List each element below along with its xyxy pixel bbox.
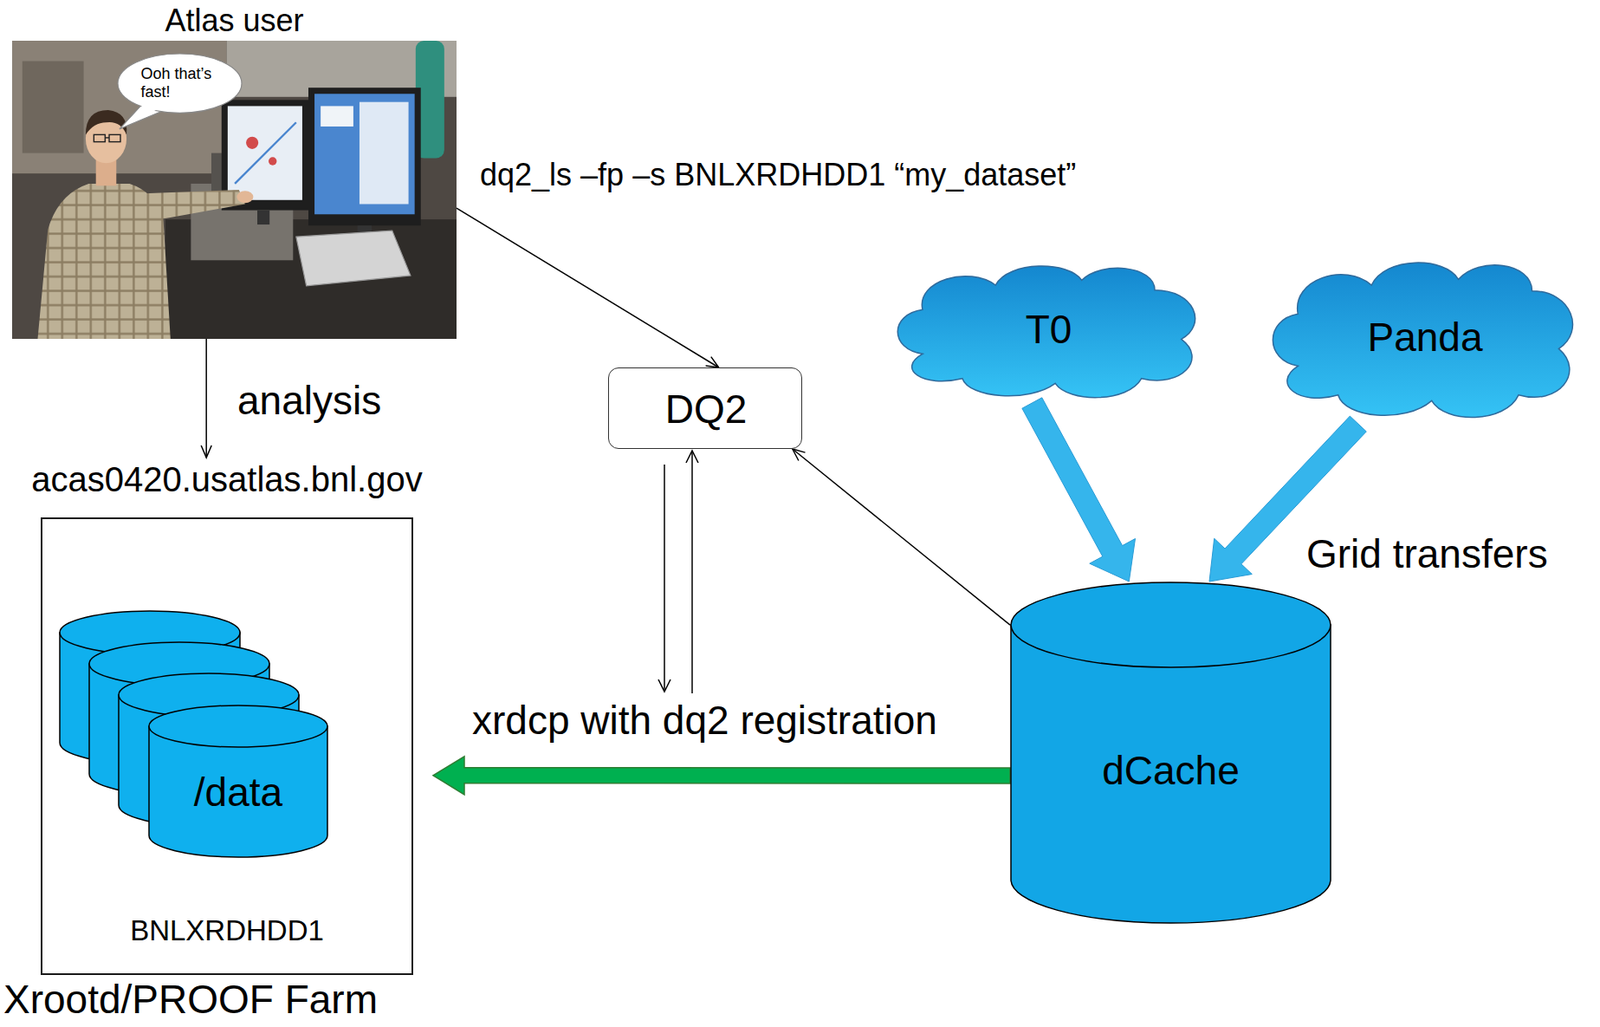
cylinder-label: /data — [194, 770, 283, 815]
registration-arrows — [658, 450, 699, 694]
cloud-shape: T0 — [882, 255, 1215, 403]
connector-arrow — [456, 207, 720, 368]
disk-cylinder: /data — [148, 704, 329, 858]
edge-label: xrdcp with dq2 registration — [472, 698, 938, 743]
bubble-outline — [116, 52, 243, 114]
edge-label: dq2_ls –fp –s BNLXRDHDD1 “my_dataset” — [479, 157, 1076, 193]
farm-title: Xrootd/PROOF Farm — [3, 977, 378, 1022]
cylinder-label: dCache — [1101, 748, 1240, 793]
photo-background — [12, 40, 457, 339]
cloud-label: T0 — [1025, 307, 1073, 352]
farm-box: acas0420.usatlas.bnl.govBNLXRDHDD1Xrootd… — [20, 457, 434, 1025]
speech-bubble: Ooh that’s fast! — [116, 52, 243, 114]
box-label: DQ2 — [665, 387, 748, 432]
cloud-shape: Panda — [1257, 250, 1593, 424]
note-label: Grid transfers — [1306, 531, 1549, 577]
process-box: DQ2 — [608, 367, 803, 449]
host-name: acas0420.usatlas.bnl.gov — [31, 459, 422, 499]
speech-text: Ooh that’s fast! — [141, 64, 220, 101]
heading-label: Atlas user — [12, 3, 457, 39]
cloud-label: Panda — [1366, 315, 1483, 360]
person — [37, 110, 253, 339]
user-photo — [12, 40, 457, 339]
transfer-arrow — [1022, 397, 1136, 582]
connector-arrow — [792, 448, 1011, 625]
edge-label: analysis — [237, 378, 382, 423]
copy-arrow — [433, 756, 1011, 795]
user-photo-panel: Atlas userOoh that’s fast! — [12, 1, 457, 339]
storage-cylinder: dCache — [1010, 581, 1332, 924]
monitors — [221, 87, 422, 286]
connector-arrow — [200, 338, 212, 458]
storage-name: BNLXRDHDD1 — [20, 914, 434, 946]
